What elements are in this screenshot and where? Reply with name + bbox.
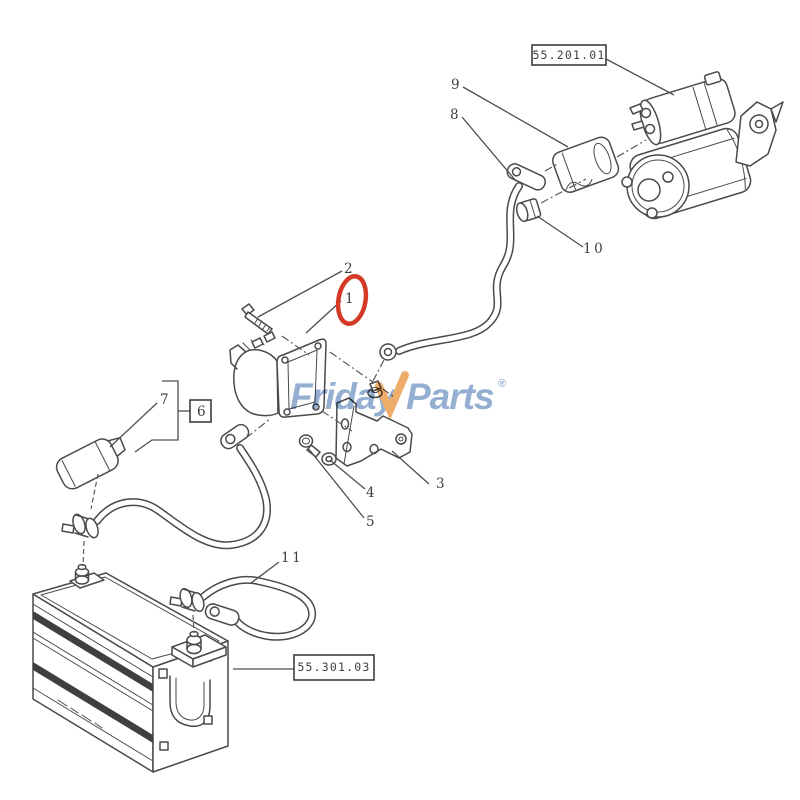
part-labels: 9 8 10 2 1 7 6 3 4 5 11 <box>160 77 605 566</box>
cable-11-ring-terminal <box>204 603 240 626</box>
watermark-suffix: Parts <box>406 376 494 417</box>
ref-box-starter-label: 55.201.01 <box>532 48 605 62</box>
leader-lines <box>109 58 675 670</box>
label-part-4: 4 <box>366 485 375 501</box>
label-part-7: 7 <box>160 392 169 408</box>
watermark-checkmark-icon <box>375 371 409 420</box>
label-part-6: 6 <box>197 404 206 420</box>
starter-cable-8-drawing <box>372 162 560 382</box>
label-part-11: 11 <box>281 550 303 566</box>
nut-10-drawing <box>515 178 587 223</box>
label-part-1: 1 <box>345 291 354 307</box>
battery-positive-post <box>186 630 202 655</box>
watermark-registered-mark: ® <box>498 378 506 390</box>
starter-motor-drawing <box>621 71 784 220</box>
battery-cable-6-drawing <box>61 418 271 567</box>
ref-box-battery-label: 55.301.03 <box>297 660 370 674</box>
label-part-5: 5 <box>366 514 375 530</box>
label-part-9: 9 <box>451 77 460 93</box>
cable-8-upper-terminal <box>506 163 546 191</box>
terminal-boot-7-drawing <box>55 436 126 510</box>
bolt-2-drawing <box>241 303 310 356</box>
battery-negative-post <box>69 563 105 589</box>
highlight-circle-part-1 <box>335 273 369 327</box>
solenoid-boot-9-drawing <box>552 136 647 193</box>
jumper-cable-11-drawing <box>169 575 317 641</box>
watermark: Friday Parts ® <box>290 371 506 420</box>
label-part-10: 10 <box>583 241 605 257</box>
cable-11-clamp <box>169 587 205 613</box>
battery-drawing <box>32 563 229 773</box>
label-part-8: 8 <box>450 107 459 123</box>
label-part-2: 2 <box>344 261 353 277</box>
cable-6-ring-terminal <box>220 423 250 450</box>
ref-box-battery-section: 55.301.03 <box>293 654 375 681</box>
label-part-3: 3 <box>436 476 445 492</box>
bolt-5-drawing <box>298 434 321 458</box>
cable-8-lower-terminal <box>379 343 397 361</box>
label-part-6-box <box>189 399 212 423</box>
ref-box-starter-section: 55.201.01 <box>531 44 607 66</box>
cable-6-clamp <box>61 513 99 539</box>
